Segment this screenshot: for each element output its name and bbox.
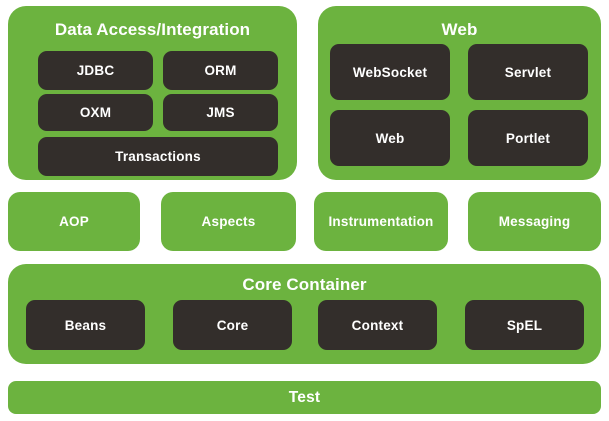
module-label-servlet: Servlet: [504, 64, 552, 80]
module-label-spel: SpEL: [506, 317, 543, 333]
layer-web: Web WebSocket Servlet Web Portlet: [318, 6, 601, 180]
module-servlet[interactable]: Servlet: [468, 44, 588, 100]
module-messaging[interactable]: Messaging: [468, 192, 601, 251]
module-label-aop: AOP: [59, 214, 89, 229]
module-oxm[interactable]: OXM: [38, 94, 153, 131]
module-label-beans: Beans: [64, 317, 107, 333]
module-label-messaging: Messaging: [498, 214, 571, 229]
layer-title-core-container: Core Container: [242, 275, 367, 294]
module-jdbc[interactable]: JDBC: [38, 51, 153, 90]
module-spel[interactable]: SpEL: [465, 300, 584, 350]
layer-core-container: Core Container Beans Core Context SpEL: [8, 264, 601, 364]
module-label-core: Core: [216, 317, 249, 333]
module-label-web: Web: [375, 130, 405, 146]
layer-test[interactable]: Test: [8, 381, 601, 414]
module-transactions[interactable]: Transactions: [38, 137, 278, 176]
layer-title-web: Web: [441, 20, 478, 39]
module-beans[interactable]: Beans: [26, 300, 145, 350]
module-label-instrumentation: Instrumentation: [328, 214, 434, 229]
module-orm[interactable]: ORM: [163, 51, 278, 90]
module-label-oxm: OXM: [79, 105, 112, 120]
module-portlet[interactable]: Portlet: [468, 110, 588, 166]
module-label-context: Context: [351, 317, 404, 333]
module-label-websocket: WebSocket: [352, 64, 428, 80]
module-label-orm: ORM: [204, 63, 237, 78]
module-label-jms: JMS: [206, 105, 235, 120]
module-label-jdbc: JDBC: [76, 63, 115, 78]
module-aspects[interactable]: Aspects: [161, 192, 296, 251]
module-core[interactable]: Core: [173, 300, 292, 350]
module-web[interactable]: Web: [330, 110, 450, 166]
module-jms[interactable]: JMS: [163, 94, 278, 131]
module-aop[interactable]: AOP: [8, 192, 140, 251]
module-label-transactions: Transactions: [115, 149, 201, 164]
module-websocket[interactable]: WebSocket: [330, 44, 450, 100]
module-label-portlet: Portlet: [505, 130, 551, 146]
layer-title-data-access-integration: Data Access/Integration: [54, 20, 251, 39]
module-label-aspects: Aspects: [201, 214, 256, 229]
module-context[interactable]: Context: [318, 300, 437, 350]
layer-data-access-integration: Data Access/Integration JDBC ORM OXM JMS…: [8, 6, 297, 180]
layer-label-test: Test: [288, 388, 321, 406]
module-instrumentation[interactable]: Instrumentation: [314, 192, 448, 251]
